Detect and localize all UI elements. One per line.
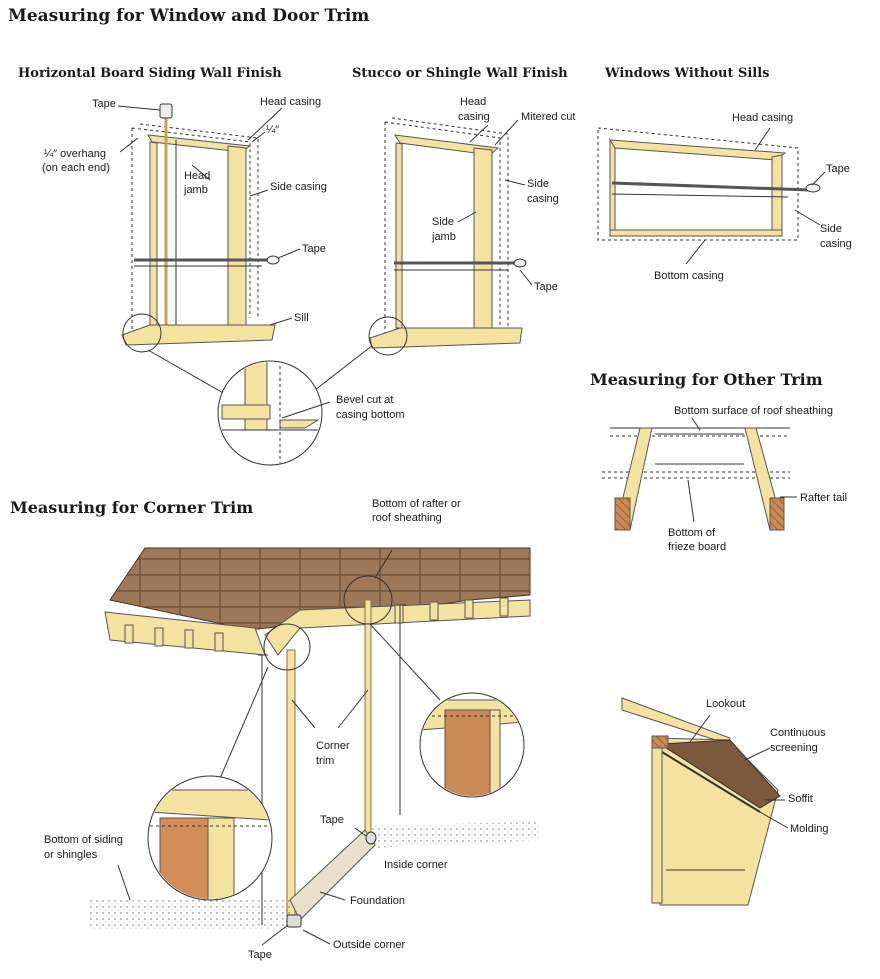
label-stucco-head: Head [460, 96, 487, 108]
sill [121, 324, 276, 346]
soffit-diagram [621, 697, 789, 906]
label-foundation: Foundation [350, 895, 406, 907]
left-jamb [149, 141, 158, 326]
section-windows-without-sills: Windows Without Sills [605, 66, 770, 81]
label-head-jamb-1: Head [184, 170, 211, 182]
foundation [289, 829, 376, 921]
label-outside-corner: Outside corner [333, 939, 406, 951]
label-head-jamb-2: jamb [184, 184, 208, 196]
label-lookout: Lookout [706, 698, 746, 710]
nosill-bottom-casing [609, 229, 783, 237]
label-frieze-1: Bottom of [668, 527, 716, 539]
soffit-board [658, 739, 781, 809]
label-continuous-2: screening [770, 742, 818, 754]
outside-corner-trim [286, 649, 296, 916]
label-stucco-tape: Tape [534, 281, 558, 293]
label-mitered-cut: Mitered cut [521, 111, 576, 123]
label-side-jamb-2: jamb [432, 231, 456, 243]
side-casing [227, 145, 247, 326]
horizontal-siding-diagram [121, 103, 374, 466]
label-bevel-1: Bevel cut at [336, 394, 394, 406]
other-trim-diagram [602, 417, 790, 531]
ground-left [90, 900, 290, 930]
label-siding-2: or shingles [44, 849, 98, 861]
section-other-trim: Measuring for Other Trim [590, 370, 823, 389]
tape-case-top [159, 103, 173, 119]
label-bevel-2: casing bottom [336, 409, 405, 421]
label-corner-trim-2: trim [316, 755, 335, 767]
label-overhang-note: (on each end) [42, 162, 110, 174]
nosill-head-casing [609, 139, 787, 161]
label-rafter-bottom-2: roof sheathing [372, 512, 442, 524]
label-stucco-side: Side [527, 178, 550, 190]
label-tape-horizontal: Tape [302, 243, 326, 255]
label-overhang: ¼″ overhang [44, 148, 106, 160]
ground-right [370, 822, 540, 848]
label-bottom-surface: Bottom surface of roof sheathing [674, 405, 833, 417]
label-nosill-tape: Tape [826, 163, 850, 175]
label-nosill-side: Side [820, 223, 843, 235]
label-head-casing: Head casing [260, 96, 322, 108]
label-molding: Molding [790, 823, 829, 835]
label-stucco-casing: casing [458, 111, 490, 123]
label-soffit: Soffit [788, 793, 813, 805]
inside-corner-trim [364, 599, 372, 836]
label-frieze-2: frieze board [668, 541, 727, 553]
label-nosill-side-casing: casing [820, 238, 852, 250]
stucco-sill [369, 327, 523, 349]
label-side-jamb-1: Side [432, 216, 455, 228]
label-siding-1: Bottom of siding [44, 834, 123, 846]
label-rafter-tail: Rafter tail [800, 492, 848, 504]
label-nosill-head-casing: Head casing [732, 112, 794, 124]
label-inside-corner: Inside corner [384, 859, 448, 871]
label-tape-outside: Tape [248, 949, 272, 961]
section-corner-trim: Measuring for Corner Trim [10, 498, 254, 517]
section-stucco: Stucco or Shingle Wall Finish [352, 66, 568, 81]
label-continuous-1: Continuous [770, 727, 826, 739]
no-sills-diagram [597, 127, 821, 241]
label-tape-inside: Tape [320, 814, 344, 826]
page-title: Measuring for Window and Door Trim [8, 6, 370, 26]
section-horizontal-siding: Horizontal Board Siding Wall Finish [18, 66, 282, 81]
stucco-diagram [368, 117, 527, 356]
stucco-side-casing [473, 147, 493, 329]
leader-lines [117, 105, 826, 498]
label-bottom-casing: Bottom casing [654, 270, 724, 282]
label-quarter-inch: ¼″ [266, 124, 280, 136]
label-rafter-bottom-1: Bottom of rafter or [372, 498, 461, 510]
label-sill: Sill [294, 312, 309, 324]
label-corner-trim-1: Corner [316, 740, 350, 752]
label-side-casing: Side casing [270, 181, 327, 193]
corner-trim-diagram [90, 547, 540, 946]
magnifier-small-1 [122, 313, 162, 353]
label-tape-top: Tape [92, 98, 116, 110]
label-stucco-side-casing: casing [527, 193, 559, 205]
